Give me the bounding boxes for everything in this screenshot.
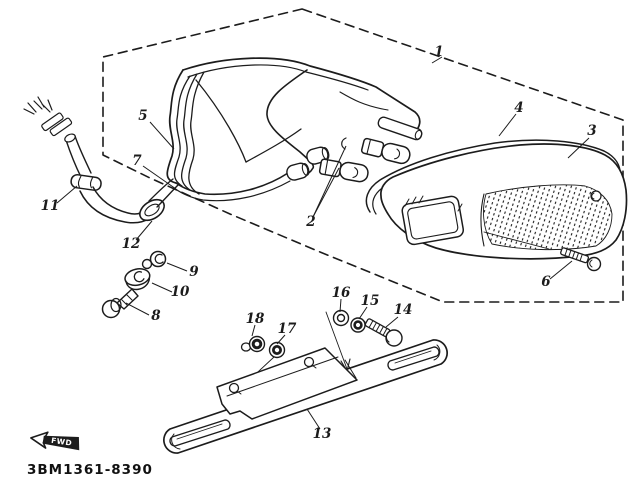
bracket-slot-right (387, 346, 440, 371)
bulb-upper (360, 137, 411, 165)
callout-5: 5 (138, 108, 147, 124)
callout-17: 17 (278, 321, 297, 337)
wire-terminals (23, 96, 73, 137)
leader-15 (358, 306, 368, 320)
bolt-8 (101, 288, 139, 319)
leader-9 (166, 262, 188, 272)
washer-16 (332, 309, 350, 327)
washer-9 (141, 250, 167, 270)
wire-clamp (70, 174, 102, 192)
callout-8: 8 (151, 308, 161, 324)
callout-14: 14 (394, 302, 413, 318)
fwd-arrow: FWD (30, 431, 80, 451)
leader-13 (306, 408, 321, 430)
callout-11: 11 (41, 198, 60, 214)
leader-4 (498, 113, 517, 137)
leader-2b (312, 145, 347, 218)
lens-window (401, 195, 465, 246)
leader-3 (567, 137, 590, 159)
spring-washer-15 (350, 317, 366, 333)
washer-17 (268, 341, 286, 359)
lens-screw (560, 247, 602, 272)
screw-14 (364, 318, 403, 347)
leader-5 (149, 121, 175, 150)
leader-10 (151, 282, 173, 293)
lens-stipple-area (483, 184, 613, 251)
part-number: 3BM1361-8390 (27, 462, 153, 478)
leader-12 (135, 220, 153, 241)
callout-16: 16 (332, 285, 351, 301)
bulb-lower (318, 158, 369, 183)
leader-8 (125, 302, 150, 316)
leader-16 (339, 298, 342, 313)
leader-11 (56, 185, 78, 204)
fwd-arrow-label: FWD (51, 436, 73, 448)
leader-18 (251, 324, 256, 337)
callout-2: 2 (305, 214, 315, 230)
leader-14 (385, 316, 399, 328)
wire-harness (23, 96, 180, 224)
leader-lines (56, 56, 590, 430)
callout-4: 4 (514, 100, 523, 116)
nut-18 (240, 335, 266, 353)
callout-7: 7 (132, 153, 142, 169)
leader-1 (431, 56, 443, 64)
callout-12: 12 (122, 236, 141, 252)
callout-6: 6 (541, 274, 551, 290)
callout-3: 3 (587, 123, 596, 139)
callout-13: 13 (313, 426, 332, 442)
callout-9: 9 (189, 264, 199, 280)
leader-6 (549, 260, 573, 280)
leader-17 (276, 334, 286, 345)
bracket-slot-left (169, 419, 231, 447)
damper-collar-10 (124, 268, 151, 291)
wire-grommet (139, 198, 165, 222)
callout-labels: 1 2 3 4 5 6 7 8 9 10 11 12 13 14 15 16 1… (41, 44, 597, 442)
callout-15: 15 (361, 293, 380, 309)
leader-7 (142, 165, 177, 190)
fwd-arrow-tail (42, 435, 80, 451)
callout-1: 1 (434, 44, 443, 60)
callout-18: 18 (246, 311, 265, 327)
license-bracket (163, 339, 448, 454)
callout-10: 10 (171, 284, 190, 300)
lens (380, 143, 628, 260)
bulb-holder-tube (377, 116, 423, 141)
